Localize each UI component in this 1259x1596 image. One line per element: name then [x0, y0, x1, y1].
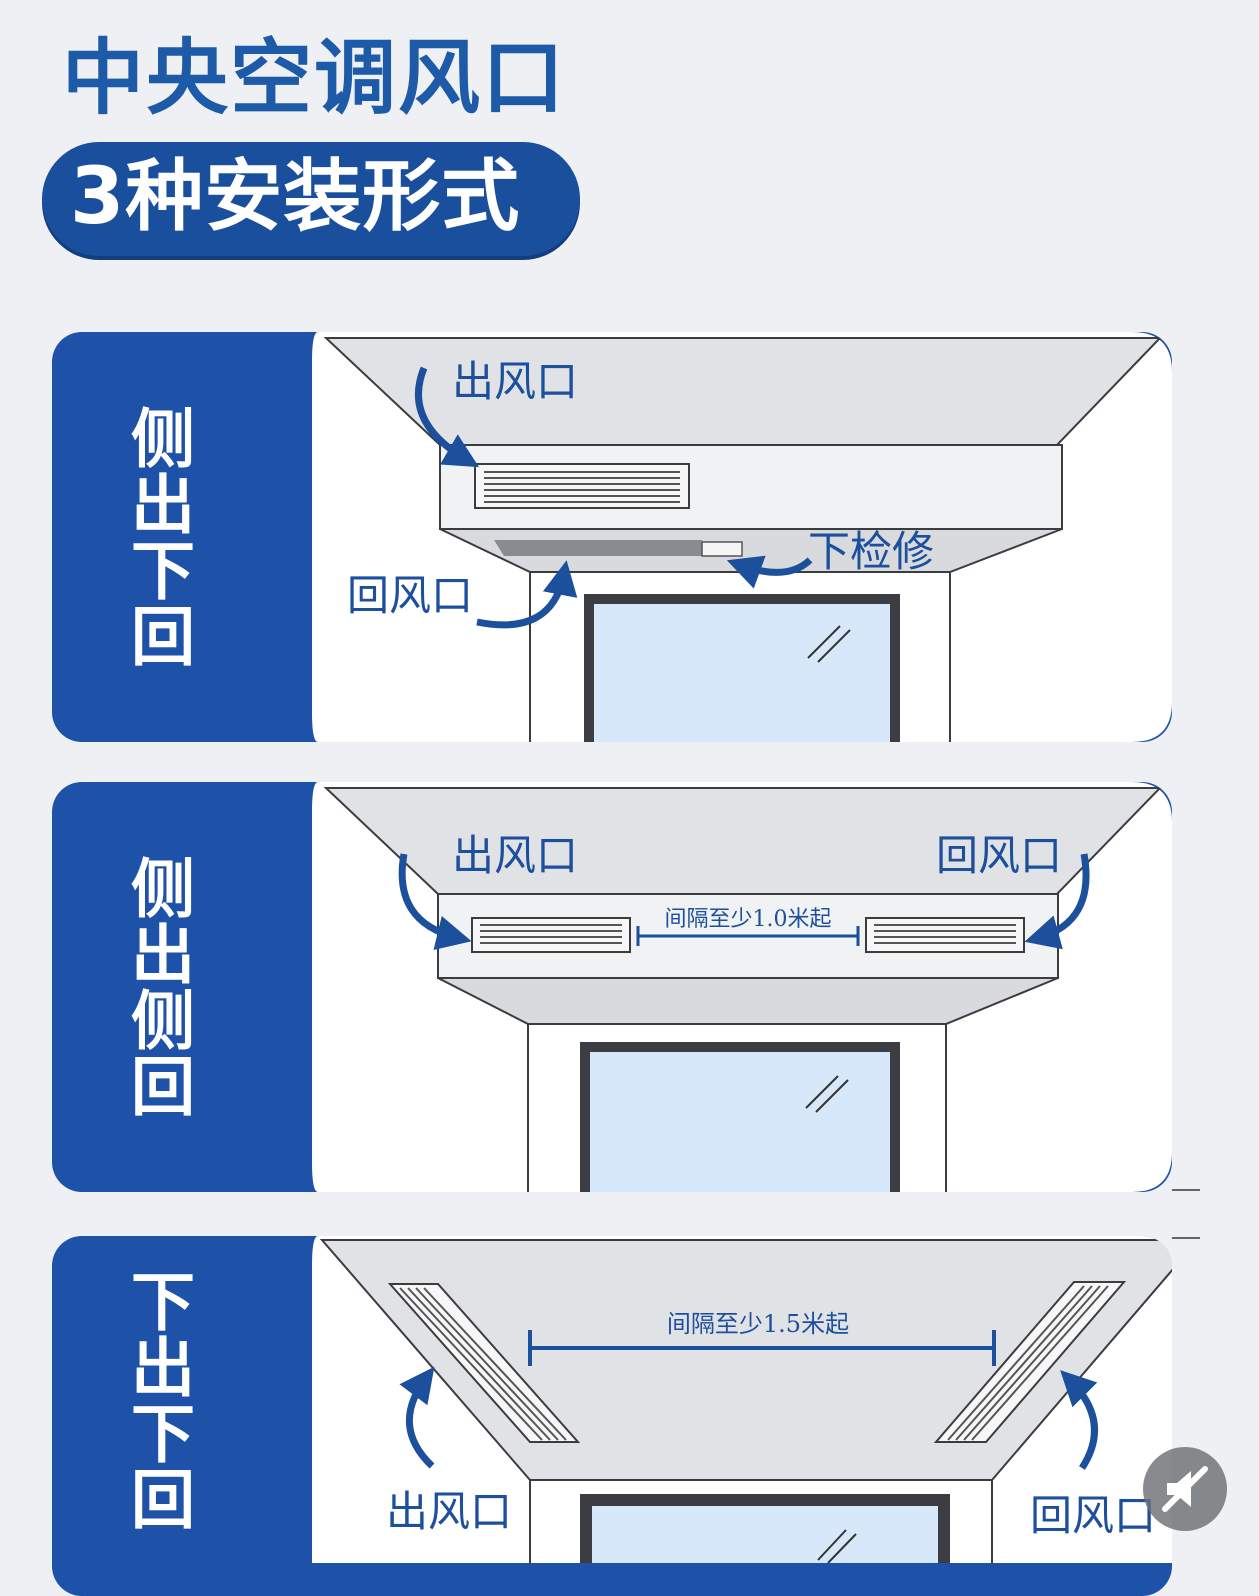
outlet-label: 出风口 — [386, 1487, 512, 1536]
outlet-arrow — [398, 853, 472, 951]
mute-button[interactable] — [1143, 1447, 1227, 1531]
return-arrow — [1024, 853, 1090, 950]
outlet-grille — [471, 917, 631, 953]
return-arrow — [1060, 1370, 1098, 1470]
room-illustration: 间隔至少1.5米起 出风口 回风口 — [312, 1236, 1172, 1563]
return-grille — [865, 917, 1025, 953]
panel-label-bar: 侧出侧回 — [52, 782, 262, 1192]
inspection-arrow — [726, 555, 813, 589]
panel-label: 侧出侧回 — [120, 855, 194, 1119]
panel-label: 下出下回 — [120, 1267, 194, 1532]
outlet-arrow — [399, 1366, 435, 1469]
speaker-muted-icon — [1162, 1466, 1208, 1512]
page-title: 中央空调风口 — [62, 31, 567, 126]
subtitle-badge: 3种安装形式 — [42, 142, 580, 256]
spacing-label: 间隔至少1.0米起 — [665, 907, 832, 932]
window — [584, 594, 900, 742]
outlet-grille — [474, 463, 690, 509]
return-arrow — [476, 560, 578, 629]
return-label: 回风口 — [347, 571, 473, 620]
outlet-arrow — [414, 366, 480, 468]
outlet-label: 出风口 — [452, 831, 578, 880]
window — [580, 1042, 900, 1192]
inspection-label: 下检修 — [808, 527, 934, 576]
panel-label-bar: 侧出下回 — [52, 332, 262, 742]
panel-side-out-bottom-return: 侧出下回 — [52, 332, 1172, 742]
panel-bottom-out-bottom-return: 下出下回 — [52, 1236, 1172, 1596]
return-label: 回风口 — [1030, 1491, 1156, 1540]
subtitle-text: 3种安装形式 — [70, 152, 521, 242]
panel-side-out-side-return: 侧出侧回 — [52, 782, 1172, 1192]
spacing-label: 间隔至少1.5米起 — [667, 1310, 849, 1338]
return-label: 回风口 — [936, 831, 1062, 880]
return-grille — [494, 540, 743, 557]
return-grille — [933, 1281, 1127, 1443]
outlet-grille — [387, 1283, 581, 1443]
outlet-label: 出风口 — [452, 357, 578, 406]
room-illustration: 间隔至少1.0米起 出风口 回风口 — [312, 782, 1172, 1192]
panel-label-bar: 下出下回 — [52, 1236, 262, 1563]
spacing-indicator — [636, 926, 860, 946]
room-illustration: 出风口 回风口 下检修 — [312, 332, 1172, 742]
panel-label: 侧出下回 — [120, 405, 194, 669]
spacing-indicator — [528, 1330, 996, 1366]
window — [580, 1494, 950, 1563]
